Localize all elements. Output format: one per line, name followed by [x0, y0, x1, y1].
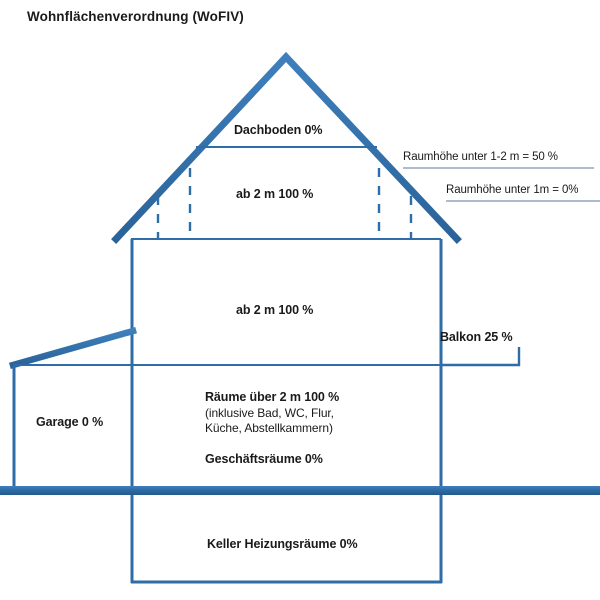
label-business-rooms: Geschäftsräume 0%	[205, 452, 323, 466]
label-upper-floor-above-2m: ab 2 m 100 %	[236, 303, 314, 317]
label-rooms-group: Räume über 2 m 100 % (inklusive Bad, WC,…	[205, 389, 339, 437]
roof-outline	[111, 51, 462, 244]
garage-outline	[8, 326, 138, 489]
label-basement: Keller Heizungsräume 0%	[207, 537, 358, 551]
attic-height-dashed-lines	[156, 168, 413, 239]
label-ceiling-height-under-1m: Raumhöhe unter 1m = 0%	[446, 184, 579, 196]
garage-roof	[8, 326, 138, 370]
label-rooms-sub-line1: (inklusive Bad, WC, Flur,	[205, 405, 334, 420]
ground-level-band	[0, 486, 600, 495]
label-ceiling-height-1-2m: Raumhöhe unter 1-2 m = 50 %	[403, 151, 558, 163]
label-garage: Garage 0 %	[36, 415, 104, 429]
house-walls	[130, 239, 443, 584]
balcony-outline	[441, 347, 521, 367]
label-balcony: Balkon 25 %	[440, 330, 513, 344]
label-rooms-sub-line2: Küche, Abstellkammern)	[205, 421, 333, 436]
label-rooms-main: Räume über 2 m 100 %	[205, 390, 340, 404]
label-attic-above-2m: ab 2 m 100 %	[236, 187, 314, 201]
label-attic-top: Dachboden 0%	[234, 123, 323, 137]
page-title: Wohnflächenverordnung (WoFIV)	[27, 9, 244, 24]
